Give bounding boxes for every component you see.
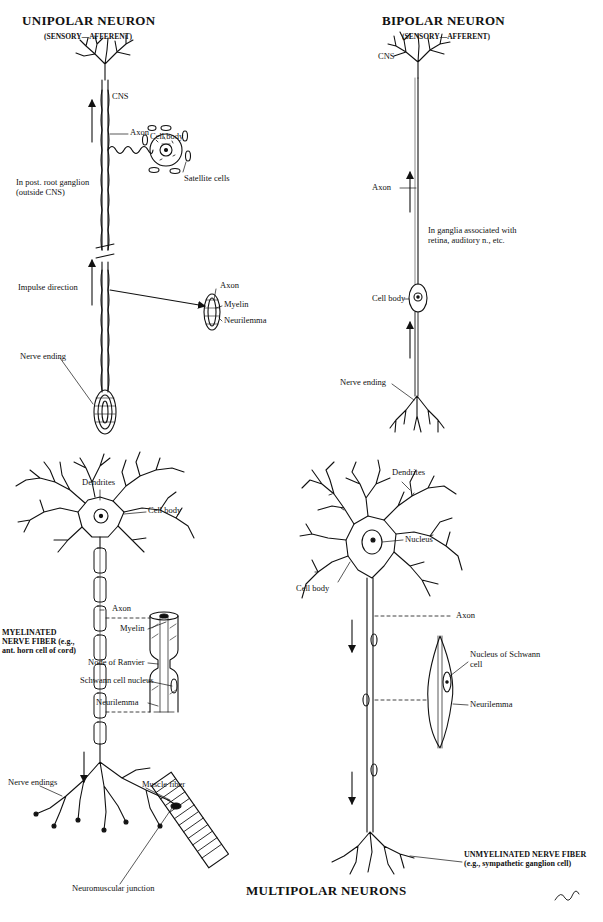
section-title: MULTIPOLAR NEURONS	[246, 884, 407, 899]
part-label: CNS	[112, 92, 129, 102]
part-label: Nerve ending	[20, 352, 66, 362]
part-label: Neurilemma	[96, 698, 138, 708]
unipolar-neuron	[60, 35, 222, 434]
part-label: Axon	[112, 604, 131, 614]
part-label: CNS	[378, 52, 395, 62]
part-label: Axon	[456, 611, 475, 621]
myelinated-multipolar-neuron	[16, 452, 229, 884]
section-title: UNIPOLAR NEURON	[22, 14, 155, 29]
part-label: Nucleus	[405, 535, 433, 545]
part-label: Axon	[130, 128, 149, 138]
section-subtitle: (SENSORY—AFFERENT)	[402, 33, 490, 42]
fiber-type-label: MYELINATED NERVE FIBER (e.g., ant. horn …	[2, 628, 80, 656]
part-label: Satellite cells	[184, 174, 230, 184]
location-note: In ganglia associated with retina, audit…	[428, 226, 538, 246]
part-label: Impulse direction	[18, 283, 78, 293]
part-label: Dendrites	[392, 468, 425, 478]
section-subtitle: (SENSORY—AFFERENT)	[44, 33, 132, 42]
part-label: Dendrites	[82, 478, 115, 488]
part-label: Myelin	[120, 624, 145, 634]
artist-signature	[555, 891, 579, 900]
part-label: Cell body	[296, 584, 329, 594]
part-label: Schwann cell nucleus	[80, 676, 154, 686]
part-label: Neurilemma	[224, 316, 266, 326]
part-label: Cell body	[372, 294, 405, 304]
part-label: Muscle fiber	[142, 780, 185, 790]
part-label: Nucleus of Schwann cell	[470, 650, 546, 670]
fiber-type-label: UNMYELINATED NERVE FIBER (e.g., sympathe…	[464, 850, 592, 868]
part-label: Node of Ranvier	[88, 658, 145, 668]
section-title: BIPOLAR NEURON	[382, 14, 505, 29]
unmyelinated-multipolar-neuron	[300, 460, 468, 874]
part-label: Axon	[220, 281, 239, 291]
part-label: Cell body	[150, 132, 183, 142]
part-label: Nerve ending	[340, 378, 386, 388]
part-label: Axon	[372, 183, 391, 193]
part-label: Cell body	[148, 506, 181, 516]
part-label: Myelin	[224, 300, 249, 310]
part-label: Neuromuscular junction	[72, 884, 154, 894]
location-note: In post. root ganglion (outside CNS)	[16, 178, 90, 198]
part-label: Nerve endings	[8, 778, 57, 788]
part-label: Neurilemma	[470, 700, 512, 710]
